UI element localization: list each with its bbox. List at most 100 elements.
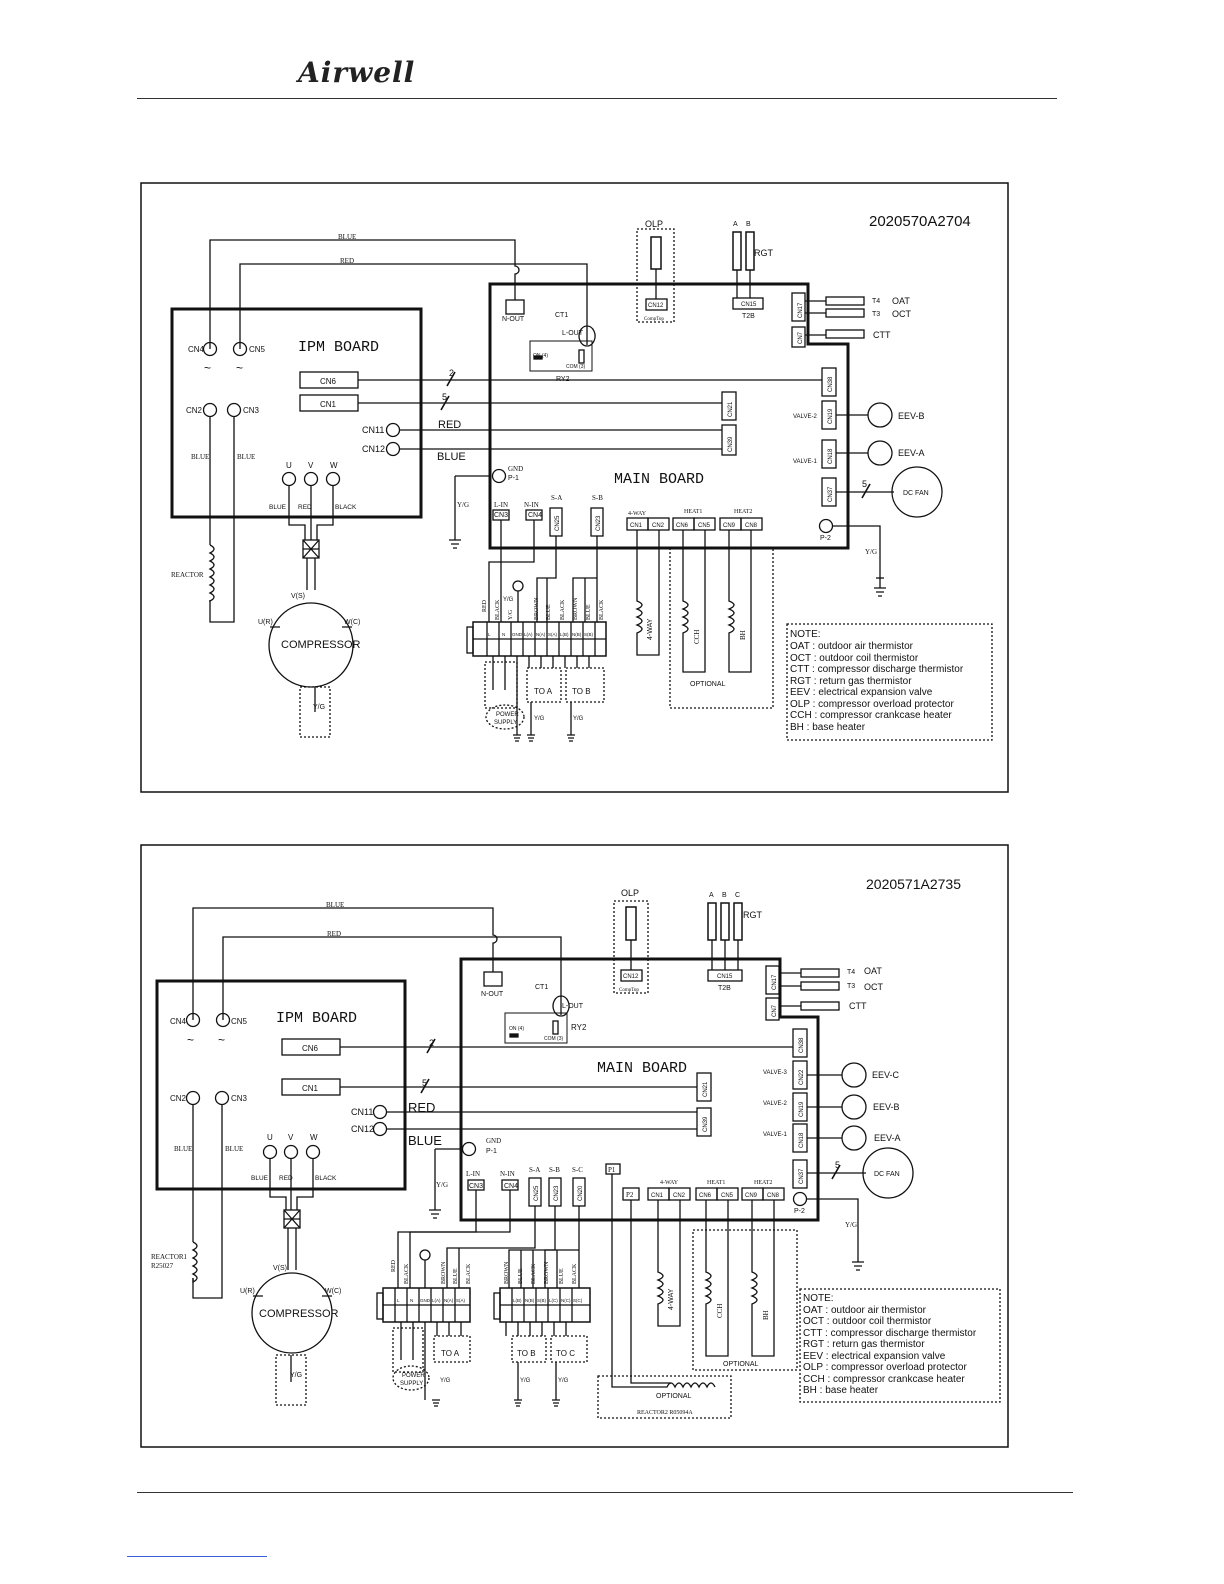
svg-text:CN1: CN1	[651, 1193, 664, 1199]
svg-text:Y/G: Y/G	[534, 716, 545, 722]
svg-text:S(B): S(B)	[537, 1298, 547, 1303]
svg-text:OAT : outdoor air thermistor: OAT : outdoor air thermistor	[790, 641, 914, 652]
svg-text:CN38: CN38	[828, 376, 834, 392]
svg-text:5: 5	[442, 392, 447, 402]
svg-text:S-A: S-A	[551, 494, 562, 502]
svg-text:CN17: CN17	[798, 302, 804, 318]
svg-text:Y/G: Y/G	[558, 1378, 569, 1384]
svg-text:BH : base heater: BH : base heater	[803, 1385, 879, 1396]
svg-text:CN6: CN6	[676, 523, 689, 529]
svg-text:BLUE: BLUE	[191, 453, 209, 461]
svg-text:OCT: OCT	[864, 982, 884, 992]
svg-text:L-IN: L-IN	[494, 501, 508, 509]
svg-text:4-WAY: 4-WAY	[660, 1180, 679, 1186]
svg-text:RED: RED	[482, 599, 488, 612]
svg-text:OAT: OAT	[864, 966, 882, 976]
main-board-1	[488, 282, 850, 550]
svg-text:2: 2	[449, 368, 454, 378]
svg-text:5: 5	[835, 1160, 840, 1170]
svg-text:BROWN: BROWN	[504, 1261, 510, 1284]
compressor-1-label: COMPRESSOR	[281, 639, 361, 651]
svg-text:OCT: OCT	[892, 309, 912, 319]
svg-text:T3: T3	[847, 983, 855, 990]
wire-red-2	[222, 936, 562, 1020]
svg-text:BLUE: BLUE	[586, 604, 592, 620]
footer-link-underline[interactable]	[127, 1556, 267, 1557]
svg-text:POWER: POWER	[402, 1373, 425, 1379]
svg-text:CN2: CN2	[673, 1193, 686, 1199]
note-box-2: NOTE: OAT : outdoor air thermistor OCT :…	[803, 1293, 977, 1396]
svg-text:RGT : return gas thermistor: RGT : return gas thermistor	[790, 676, 912, 687]
svg-text:CTT: CTT	[873, 330, 891, 340]
svg-text:HEAT2: HEAT2	[734, 509, 752, 515]
svg-text:BLUE: BLUE	[437, 451, 466, 463]
svg-text:BLUE: BLUE	[237, 453, 255, 461]
svg-text:N(A): N(A)	[536, 632, 546, 637]
svg-text:~: ~	[218, 1033, 225, 1047]
svg-text:B: B	[746, 221, 751, 228]
svg-text:OPTIONAL: OPTIONAL	[690, 681, 726, 688]
svg-text:VALVE-2: VALVE-2	[793, 414, 817, 420]
svg-text:BROWN: BROWN	[544, 1261, 550, 1284]
svg-text:L(B): L(B)	[560, 632, 569, 637]
svg-text:CN8: CN8	[767, 1193, 780, 1199]
svg-text:CN23: CN23	[554, 1185, 560, 1201]
svg-text:P1: P1	[608, 1166, 616, 1174]
svg-text:TO B: TO B	[572, 687, 591, 696]
svg-text:Y/G: Y/G	[508, 609, 514, 620]
svg-text:DC FAN: DC FAN	[903, 490, 929, 497]
svg-text:BLACK: BLACK	[404, 1263, 410, 1284]
svg-text:EEV-C: EEV-C	[872, 1070, 900, 1080]
svg-text:V: V	[308, 461, 314, 470]
svg-text:SUPPLY: SUPPLY	[494, 720, 517, 726]
svg-text:CCH : compressor crankcase hea: CCH : compressor crankcase heater	[790, 710, 952, 721]
svg-text:Y/G: Y/G	[503, 597, 514, 603]
svg-text:RY2: RY2	[556, 376, 570, 383]
svg-text:CN3: CN3	[231, 1094, 248, 1103]
svg-text:GND: GND	[508, 465, 523, 473]
svg-text:CN37: CN37	[799, 1168, 805, 1184]
svg-text:CN15: CN15	[741, 302, 757, 308]
svg-text:CN4: CN4	[170, 1017, 187, 1026]
svg-text:BLACK: BLACK	[599, 599, 605, 620]
svg-text:CN25: CN25	[534, 1185, 540, 1201]
svg-text:BLACK: BLACK	[466, 1263, 472, 1284]
svg-text:RGT : return gas thermistor: RGT : return gas thermistor	[803, 1339, 925, 1350]
svg-text:BLACK: BLACK	[335, 504, 357, 511]
svg-text:CN2: CN2	[186, 406, 203, 415]
ipm-board-2	[155, 979, 407, 1191]
svg-text:CN4: CN4	[528, 512, 542, 519]
svg-text:N-OUT: N-OUT	[502, 316, 525, 323]
main-board-2	[459, 957, 820, 1222]
svg-text:S(A): S(A)	[456, 1298, 466, 1303]
svg-text:BH: BH	[739, 630, 747, 640]
svg-text:CCH: CCH	[716, 1304, 724, 1318]
svg-text:CN38: CN38	[799, 1037, 805, 1053]
svg-text:OAT : outdoor air thermistor: OAT : outdoor air thermistor	[803, 1305, 927, 1316]
wire-blue-1	[209, 239, 520, 349]
svg-text:BROWN: BROWN	[534, 597, 540, 620]
svg-text:5: 5	[862, 479, 867, 489]
svg-text:V(S): V(S)	[291, 593, 305, 600]
svg-text:BLUE: BLUE	[453, 1268, 459, 1284]
svg-text:CN6: CN6	[302, 1044, 319, 1053]
svg-text:CN19: CN19	[799, 1101, 805, 1117]
svg-text:CN8: CN8	[745, 523, 758, 529]
svg-text:U: U	[286, 461, 292, 470]
svg-text:N-IN: N-IN	[500, 1170, 515, 1178]
svg-text:P2: P2	[626, 1191, 634, 1199]
header-rule	[137, 98, 1057, 99]
svg-text:CN15: CN15	[717, 974, 733, 980]
svg-text:CN17: CN17	[772, 974, 778, 990]
svg-text:VALVE-3: VALVE-3	[763, 1070, 787, 1076]
svg-text:L(A): L(A)	[432, 1298, 441, 1303]
svg-text:CN5: CN5	[231, 1017, 248, 1026]
svg-text:CN39: CN39	[728, 436, 734, 452]
svg-text:CN18: CN18	[828, 448, 834, 464]
svg-text:BLUE: BLUE	[174, 1145, 192, 1153]
svg-text:L-OUT: L-OUT	[562, 330, 584, 337]
model-number-1: 2020570A2704	[869, 213, 971, 230]
svg-text:CN37: CN37	[828, 486, 834, 502]
svg-text:BLUE: BLUE	[338, 233, 356, 241]
footer-rule	[137, 1492, 1073, 1493]
